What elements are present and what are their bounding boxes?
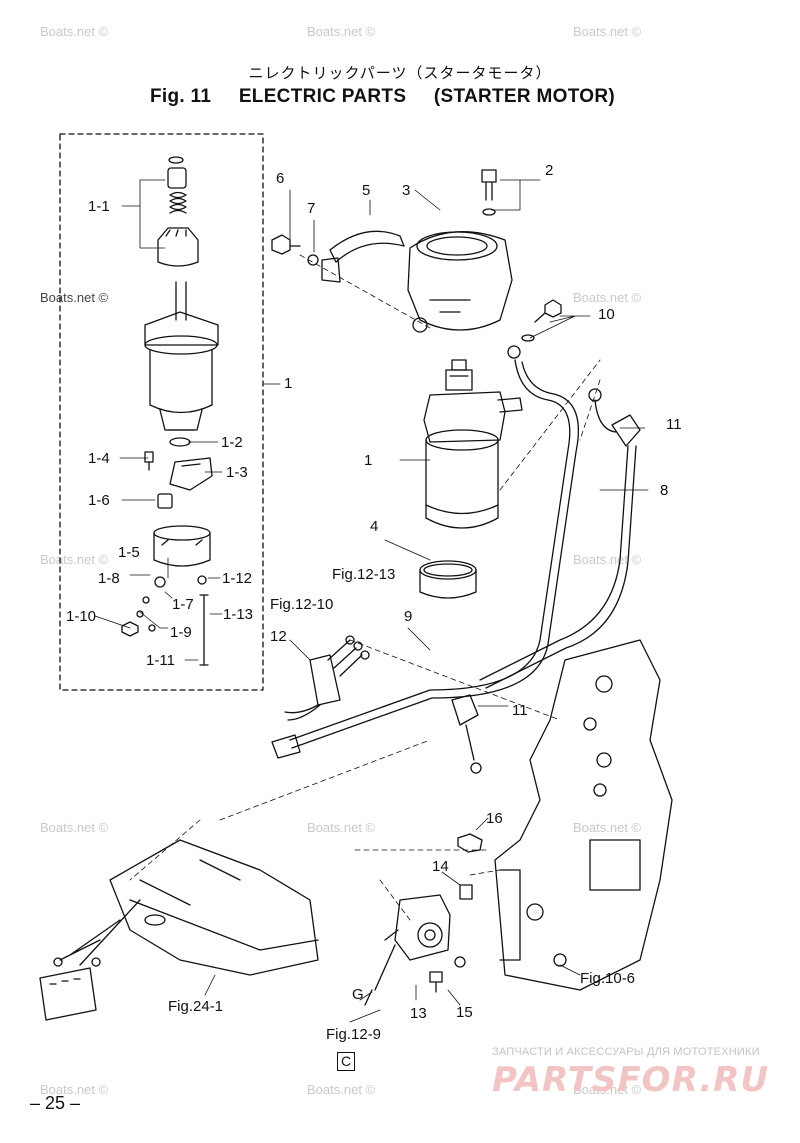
- callout-1-4: 1-4: [88, 450, 110, 467]
- washer-1-2: [169, 437, 191, 447]
- watermark: Boats.net ©: [573, 290, 642, 305]
- callout-11-lower: 11: [512, 702, 528, 719]
- watermark: Boats.net ©: [573, 24, 642, 39]
- section-marker: C: [337, 1052, 355, 1071]
- figure-title: Fig. 11 ELECTRIC PARTS (STARTER MOTOR): [150, 86, 615, 108]
- bottom-cowling: [53, 839, 319, 976]
- ref-fig12-9: Fig.12-9: [326, 1026, 382, 1043]
- watermark: Boats.net ©: [40, 24, 109, 39]
- callout-10: 10: [598, 306, 615, 323]
- bolt-10: [534, 299, 562, 323]
- screw-1-4: [144, 451, 154, 471]
- callout-3: 3: [402, 182, 411, 199]
- callout-11-upper: 11: [666, 416, 682, 433]
- callout-1-10: 1-10: [66, 608, 97, 625]
- callout-1-9: 1-9: [170, 624, 192, 641]
- watermark: Boats.net ©: [40, 552, 109, 567]
- figure-label: Fig. 11: [150, 86, 212, 107]
- watermark: Boats.net ©: [40, 1082, 109, 1097]
- callout-13: 13: [410, 1005, 427, 1022]
- callout-4: 4: [370, 518, 379, 535]
- callout-2: 2: [545, 162, 554, 179]
- cable-9: [271, 345, 580, 759]
- bracket-3: [407, 231, 513, 333]
- nut-1-7: [154, 576, 166, 588]
- bolt-15: [429, 971, 443, 993]
- plate-16: [457, 833, 483, 853]
- callout-1-2: 1-2: [221, 434, 243, 451]
- figure-subtitle: (STARTER MOTOR): [433, 86, 616, 107]
- ref-fig12-10: Fig.12-10: [270, 596, 334, 613]
- engine-plate: [494, 639, 673, 991]
- callout-1-6: 1-6: [88, 492, 110, 509]
- washer-1-8: [142, 596, 150, 604]
- callout-6: 6: [276, 170, 285, 187]
- brand-logo: PARTSFOR.RU: [492, 1060, 770, 1100]
- battery: [39, 967, 97, 1021]
- callout-1-5: 1-5: [118, 544, 140, 561]
- brush-1-6: [157, 493, 173, 509]
- pinion-stack: [157, 156, 199, 267]
- callout-15: 15: [456, 1004, 473, 1021]
- figure-name: ELECTRIC PARTS: [238, 86, 407, 107]
- brand-caption: ЗАПЧАСТИ И АКСЕССУАРЫ ДЛЯ МОТОТЕХНИКИ: [492, 1046, 760, 1058]
- watermark: Boats.net ©: [40, 290, 109, 305]
- watermark: Boats.net ©: [573, 1082, 642, 1097]
- ref-fig12-13: Fig.12-13: [332, 566, 396, 583]
- relay-13: [364, 894, 451, 1006]
- subassembly-box: [59, 133, 264, 691]
- band-5: [321, 230, 405, 283]
- brush-holder-1-3: [169, 457, 213, 491]
- bolt-2: [481, 169, 497, 201]
- callout-g: G: [352, 986, 364, 1003]
- armature: [144, 281, 219, 431]
- page-number: – 25 –: [30, 1093, 81, 1113]
- washer-7: [307, 254, 319, 266]
- callout-16: 16: [486, 810, 503, 827]
- watermark: Boats.net ©: [307, 24, 376, 39]
- watermark: Boats.net ©: [573, 552, 642, 567]
- ref-fig10-6: Fig.10-6: [580, 970, 636, 987]
- callout-9: 9: [404, 608, 413, 625]
- callout-1-assembly: 1: [284, 375, 293, 392]
- callout-7: 7: [307, 200, 316, 217]
- callout-1-11: 1-11: [146, 652, 175, 669]
- callout-1-13: 1-13: [223, 606, 254, 623]
- callout-1-3: 1-3: [226, 464, 248, 481]
- callout-1-1: 1-1: [88, 198, 110, 215]
- japanese-title: ニレクトリックパーツ（スタータモータ）: [248, 64, 552, 82]
- cover-ring-4: [419, 560, 477, 599]
- watermark: Boats.net ©: [307, 820, 376, 835]
- callout-12: 12: [270, 628, 287, 645]
- callout-14: 14: [432, 858, 449, 875]
- washer-1-12: [197, 575, 207, 585]
- callout-8: 8: [660, 482, 669, 499]
- spacer-14: [459, 884, 473, 900]
- bolt-1-11: [199, 594, 209, 666]
- end-cover: [153, 525, 211, 567]
- callout-1-7: 1-7: [172, 596, 194, 613]
- watermark: Boats.net ©: [573, 820, 642, 835]
- nut-1-10: [121, 621, 139, 637]
- callout-5: 5: [362, 182, 371, 199]
- bolt-6: [271, 234, 301, 255]
- callout-1-8: 1-8: [98, 570, 120, 587]
- callout-1-12: 1-12: [222, 570, 253, 587]
- harness-12: [284, 635, 370, 721]
- starter-motor-1: [423, 359, 523, 529]
- ref-fig24-1: Fig.24-1: [168, 998, 224, 1015]
- cable-8: [451, 388, 641, 774]
- watermark: Boats.net ©: [307, 1082, 376, 1097]
- callout-1: 1: [364, 452, 373, 469]
- watermark: Boats.net ©: [40, 820, 109, 835]
